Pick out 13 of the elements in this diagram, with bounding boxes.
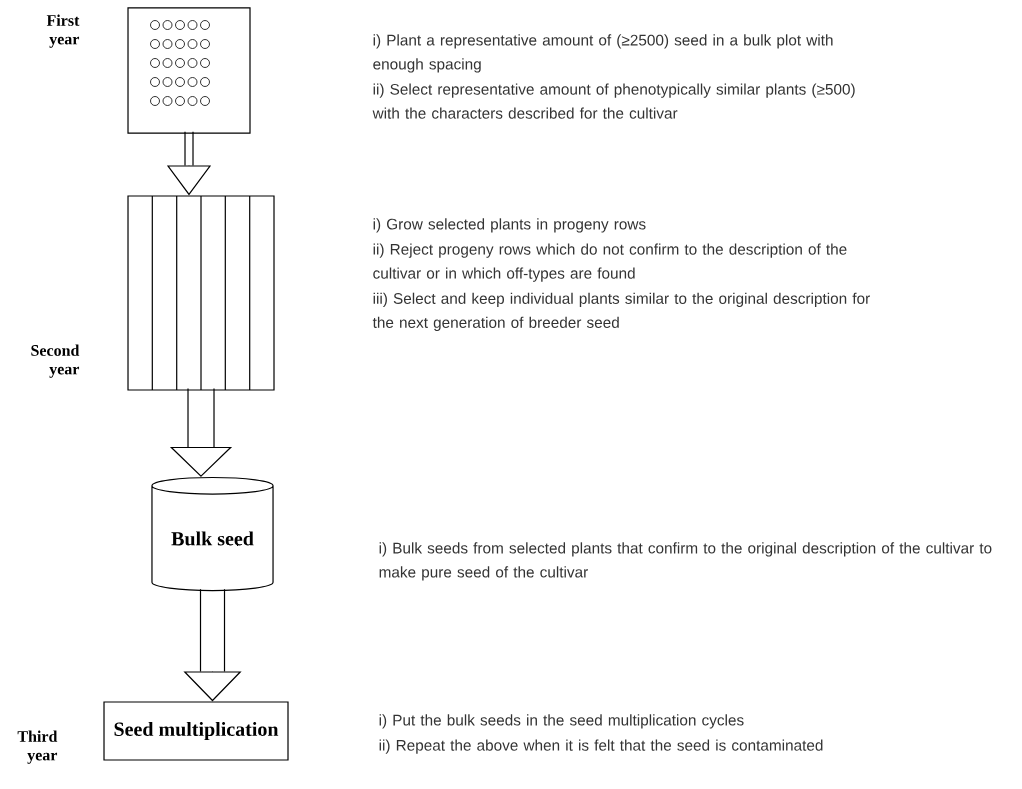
- progeny-rows-plot: [127, 195, 275, 391]
- description-text: i) Put the bulk seeds in the seed multiplication cycles: [379, 714, 744, 729]
- process-box: Seed multiplication: [103, 701, 289, 761]
- seed-cylinder: Bulk seed: [151, 476, 274, 592]
- year-label: First year: [46, 14, 80, 48]
- plot-box: [127, 7, 251, 134]
- year-label: Third year: [17, 730, 58, 764]
- description-text: iii) Select and keep individual plants similar to the original description for the next generation of breeder seed: [372, 292, 870, 331]
- description-text: i) Grow selected plants in progeny rows: [373, 218, 646, 233]
- description-text: i) Bulk seeds from selected plants that confirm to the original description of the cultivar to make pure seed of the cultivar: [379, 542, 992, 581]
- description-text: ii) Select representative amount of phenotypically similar plants (≥500) with the characters described for the cultivar: [372, 83, 855, 119]
- description-text: ii) Repeat the above when it is felt that the seed is contaminated: [379, 739, 823, 754]
- year-label: Second year: [31, 344, 80, 378]
